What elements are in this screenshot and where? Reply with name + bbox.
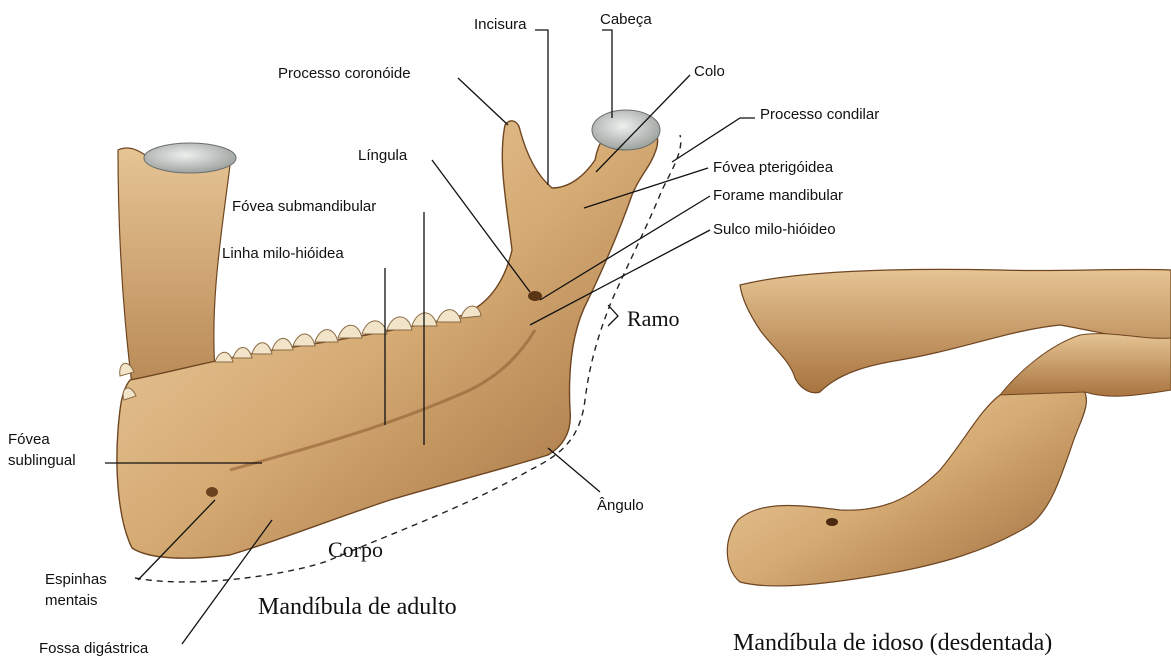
label-fovea-pterigoidea: Fóvea pterigóidea xyxy=(713,159,833,177)
mental-spines xyxy=(206,487,218,497)
label-angulo: Ângulo xyxy=(597,497,644,515)
label-espinhas-mentais-line1: Espinhas xyxy=(45,571,107,589)
label-fovea-sublingual-line2: sublingual xyxy=(8,452,76,470)
leader-angulo xyxy=(548,448,600,492)
label-lingula: Língula xyxy=(358,147,407,165)
label-linha-milo-hioidea: Linha milo-hióidea xyxy=(222,245,344,263)
elderly-ramus xyxy=(1000,334,1171,397)
label-sulco-milo-hioideo: Sulco milo-hióideo xyxy=(713,221,836,239)
leader-cabeca xyxy=(602,30,612,118)
label-colo: Colo xyxy=(694,63,725,81)
label-forame-mandibular: Forame mandibular xyxy=(713,187,843,205)
elderly-mandible xyxy=(727,269,1171,586)
label-fossa-digastrica: Fossa digástrica xyxy=(39,640,148,658)
label-cabeca: Cabeça xyxy=(600,11,652,29)
label-fovea-submandibular: Fóvea submandibular xyxy=(232,198,376,216)
leader-incisura xyxy=(535,30,548,185)
leader-processo-condilar xyxy=(672,118,755,162)
elderly-mental-foramen xyxy=(826,518,838,526)
caption-elderly-mandible: Mandíbula de idoso (desdentada) xyxy=(733,630,1052,657)
label-processo-condilar: Processo condilar xyxy=(760,106,879,124)
label-espinhas-mentais-line2: mentais xyxy=(45,592,98,610)
label-incisura: Incisura xyxy=(474,16,527,34)
caption-adult-mandible: Mandíbula de adulto xyxy=(258,594,457,621)
label-processo-coronoide: Processo coronóide xyxy=(278,65,411,83)
label-corpo: Corpo xyxy=(328,537,383,563)
label-ramo: Ramo xyxy=(627,306,680,332)
label-fovea-sublingual-line1: Fóvea xyxy=(8,431,50,449)
leader-processo-coronoide xyxy=(458,78,508,125)
left-condyle-cap xyxy=(144,143,236,173)
elderly-mandible-body xyxy=(727,378,1086,585)
